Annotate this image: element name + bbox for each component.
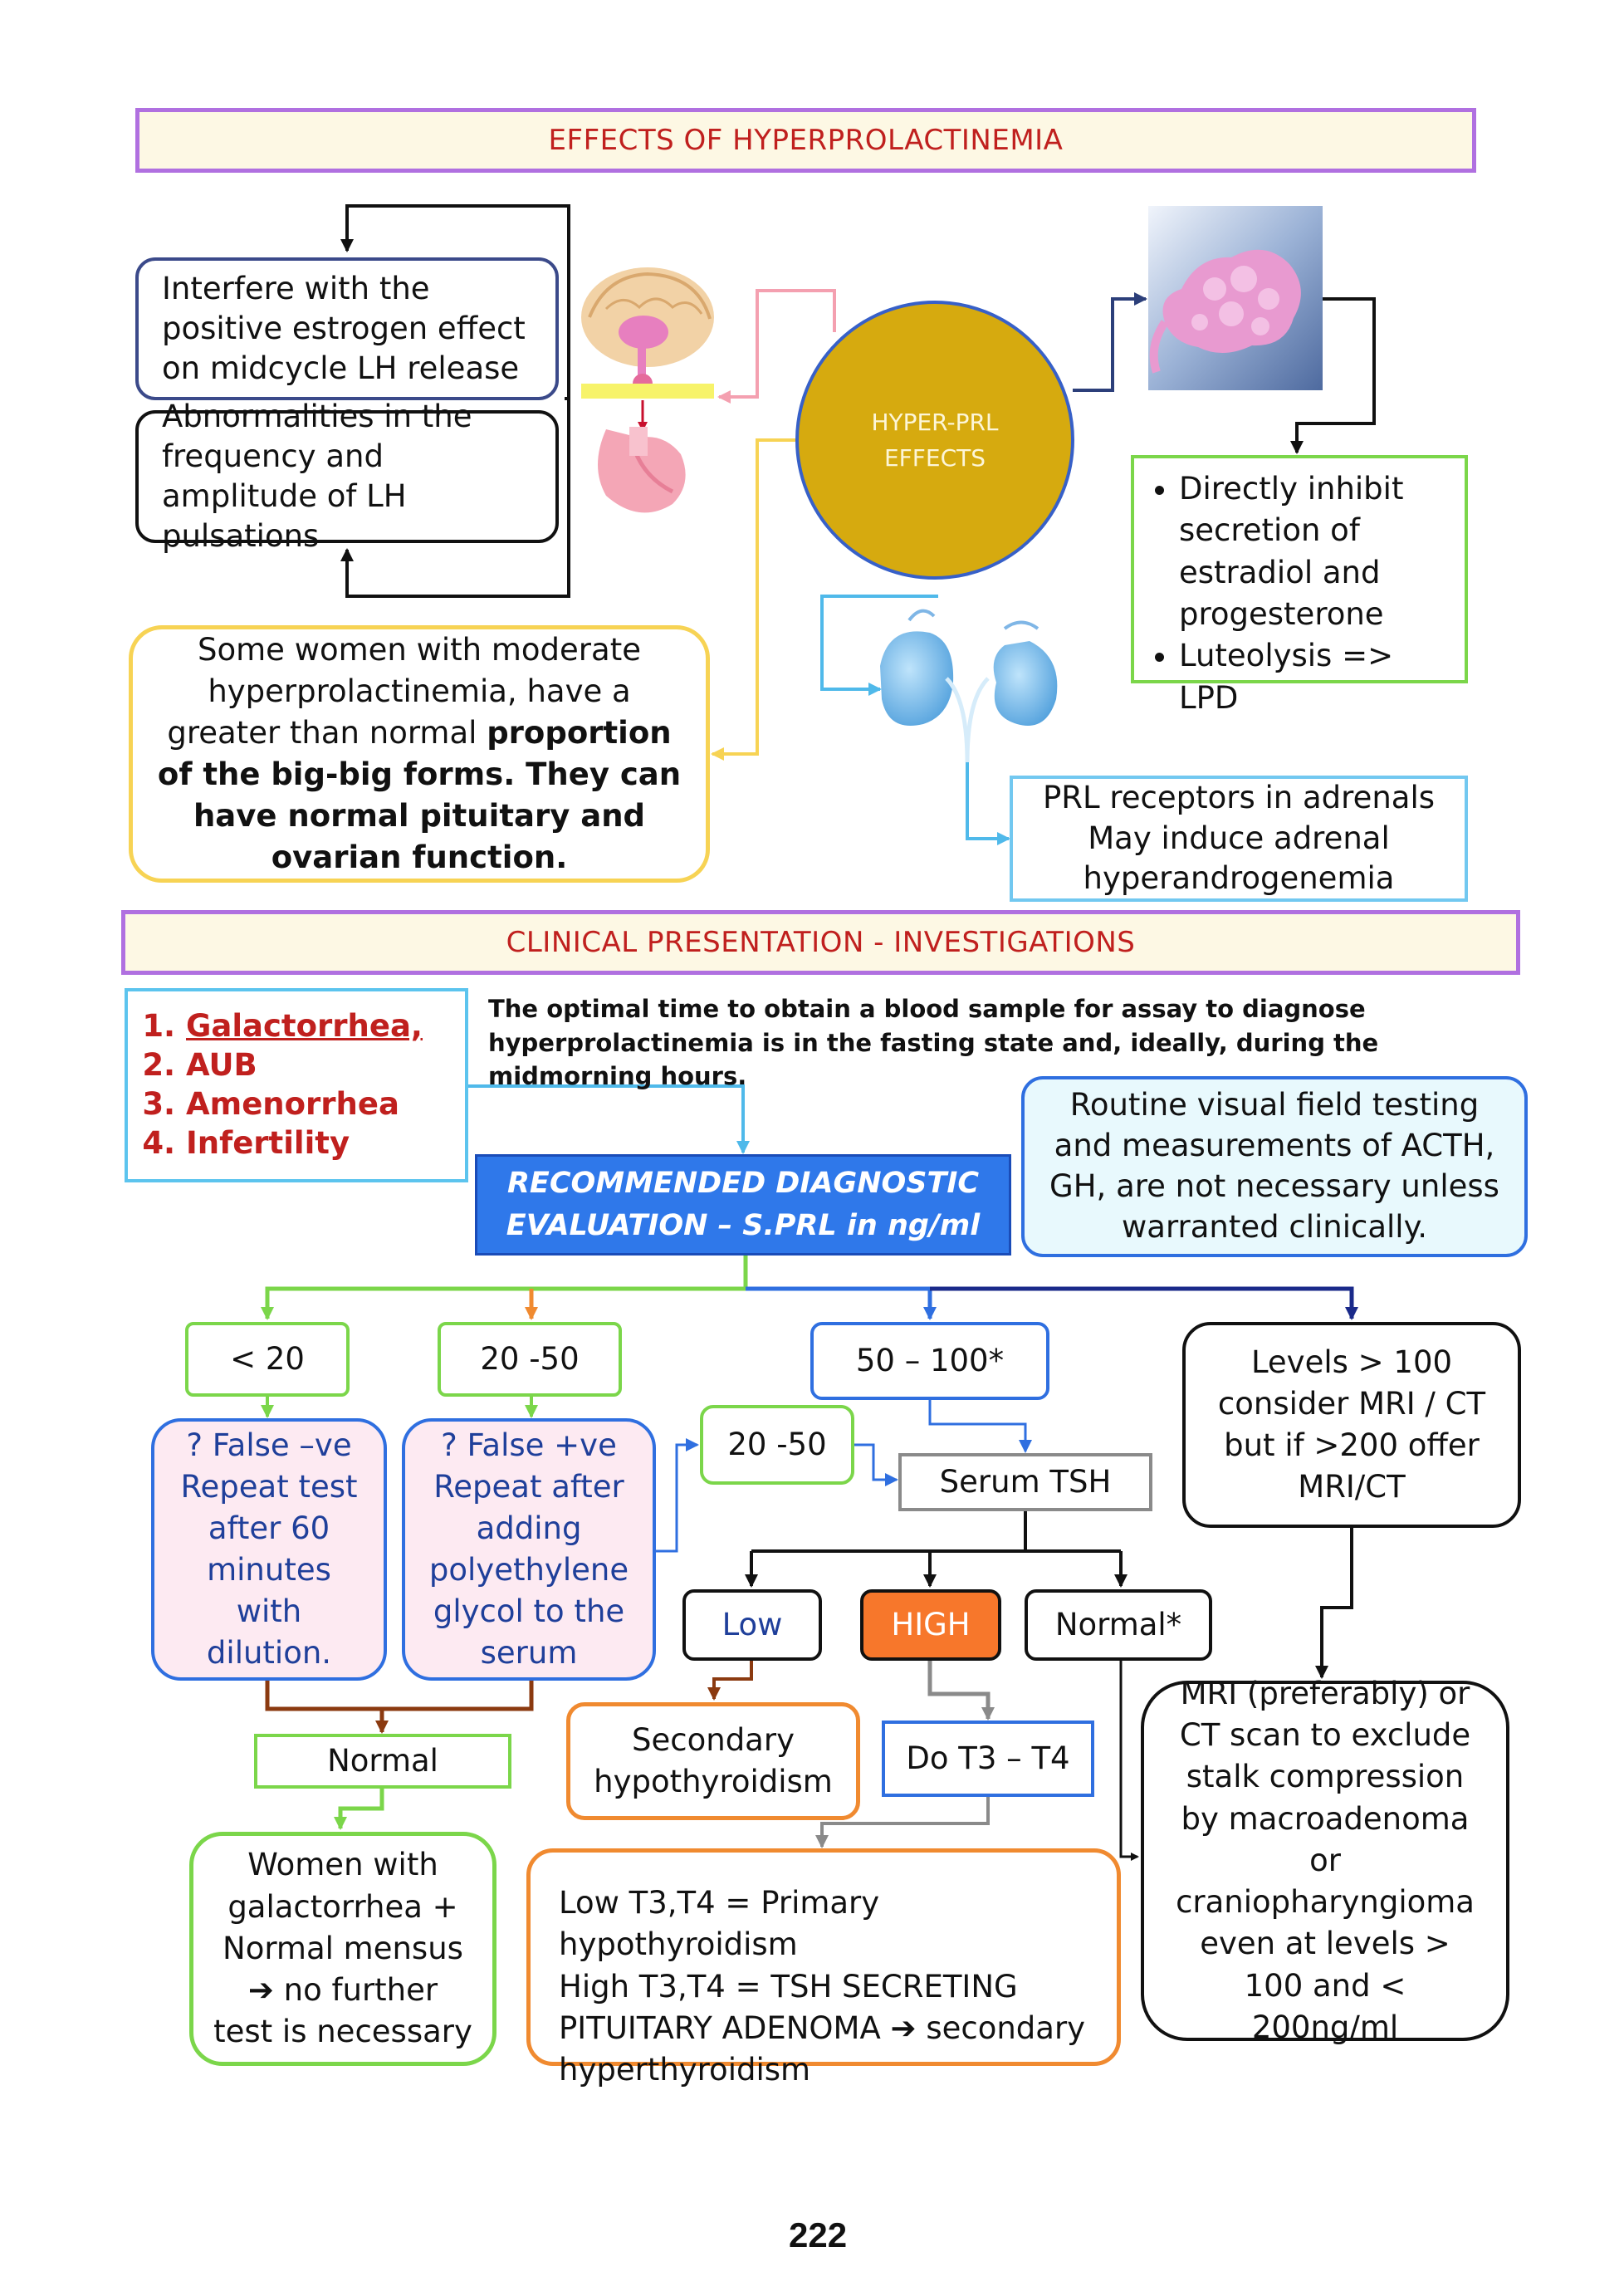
- range-50-100-box: 50 – 100*: [810, 1322, 1049, 1400]
- ovary-effects-box: Directly inhibit secretion of estradiol …: [1131, 455, 1468, 716]
- symptoms-list: Galactorrhea, AUB Amenorrhea Infertility: [128, 1008, 460, 1161]
- range-gt100-box: Levels > 100 consider MRI / CT but if >2…: [1182, 1322, 1521, 1528]
- symptom-item: AUB: [186, 1047, 460, 1083]
- lh-interfere-box: Interfere with the positive estrogen eff…: [135, 257, 559, 400]
- lh-abnormal-box: Abnormalities in the frequency and ampli…: [135, 399, 559, 554]
- range-20-50-box: 20 -50: [438, 1322, 622, 1397]
- symptom-item: Amenorrhea: [186, 1086, 460, 1122]
- symptoms-box: Galactorrhea, AUB Amenorrhea Infertility: [125, 988, 468, 1182]
- t3-t4-result-box: Low T3,T4 = Primary hypothyroidism High …: [526, 1848, 1121, 2088]
- recommended-evaluation-box: RECOMMENDED DIAGNOSTIC EVALUATION – S.PR…: [475, 1154, 1011, 1256]
- hyper-prl-effects-circle: HYPER-PRL EFFECTS: [795, 301, 1074, 580]
- ovary-illustration: [1148, 206, 1323, 390]
- false-positive-box: ? False +ve Repeat after adding polyethy…: [402, 1418, 656, 1681]
- tsh-normal-box: Normal*: [1025, 1589, 1212, 1661]
- range-20-50-secondary-box: 20 -50: [700, 1405, 854, 1485]
- mri-box: MRI (preferably) or CT scan to exclude s…: [1141, 1676, 1509, 2045]
- section-title-clinical: CLINICAL PRESENTATION - INVESTIGATIONS: [121, 910, 1520, 975]
- arrow-right-icon: ➔: [890, 2009, 917, 2046]
- timing-note: The optimal time to obtain a blood sampl…: [488, 995, 1379, 1091]
- range-lt20-box: < 20: [185, 1322, 350, 1397]
- false-negative-box: ? False –ve Repeat test after 60 minutes…: [151, 1418, 387, 1681]
- secondary-hypothyroidism-box: Secondary hypothyroidism: [566, 1702, 860, 1820]
- symptom-item: Galactorrhea,: [186, 1008, 460, 1044]
- ovary-effect-item: Luteolysis => LPD: [1179, 635, 1456, 719]
- ovary-effects-list: Directly inhibit secretion of estradiol …: [1141, 468, 1456, 719]
- section-title-effects: EFFECTS OF HYPERPROLACTINEMIA: [135, 108, 1476, 173]
- tsh-high-box: HIGH: [860, 1589, 1001, 1661]
- ovary-effect-item: Directly inhibit secretion of estradiol …: [1179, 468, 1456, 635]
- adrenal-illustration: [880, 609, 1058, 762]
- adrenal-receptors-box: PRL receptors in adrenals May induce adr…: [1010, 776, 1468, 902]
- do-t3-t4-box: Do T3 – T4: [882, 1721, 1094, 1797]
- women-galactorrhea-box: Women with galactorrhea + Normal mensus …: [189, 1832, 496, 2066]
- serum-tsh-box: Serum TSH: [898, 1453, 1152, 1511]
- brain-pituitary-illustration: [581, 267, 714, 513]
- arrow-right-icon: ➔: [247, 1972, 274, 2009]
- normal-box: Normal: [254, 1734, 511, 1789]
- page-number: 222: [789, 2215, 848, 2254]
- symptom-item: Infertility: [186, 1125, 460, 1161]
- big-big-forms-box: Some women with moderate hyperprolactine…: [129, 625, 710, 883]
- routine-testing-box: Routine visual field testing and measure…: [1021, 1076, 1528, 1257]
- tsh-low-box: Low: [682, 1589, 822, 1661]
